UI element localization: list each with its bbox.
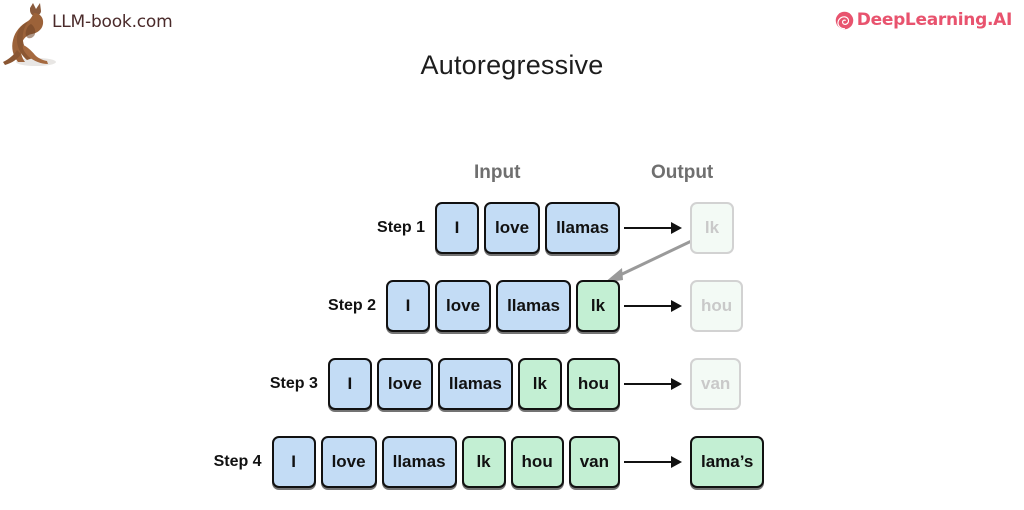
column-heading-output: Output bbox=[651, 162, 714, 183]
llm-book-brand[interactable]: LLM-book.com bbox=[0, 0, 173, 72]
input-token[interactable]: I bbox=[386, 280, 431, 332]
input-token[interactable]: I bbox=[271, 436, 316, 488]
output-slot: lk bbox=[620, 200, 1024, 256]
step-label: Step 4 bbox=[213, 453, 262, 470]
input-token[interactable]: love bbox=[320, 436, 377, 488]
input-token[interactable]: love bbox=[484, 202, 541, 254]
right-arrow-icon bbox=[624, 222, 682, 234]
input-token[interactable]: love bbox=[435, 280, 492, 332]
input-token[interactable]: llamas bbox=[437, 358, 513, 410]
step-label: Step 3 bbox=[269, 375, 318, 392]
output-slot: hou bbox=[620, 278, 1024, 334]
input-token[interactable]: I bbox=[435, 202, 480, 254]
deeplearning-brand[interactable]: DeepLearning.AI bbox=[835, 10, 1012, 30]
output-token[interactable]: van bbox=[690, 358, 742, 410]
step-label: Step 1 bbox=[377, 219, 426, 236]
input-token[interactable]: lk bbox=[461, 436, 506, 488]
input-token[interactable]: I bbox=[327, 358, 372, 410]
right-arrow-icon bbox=[624, 456, 682, 468]
column-heading-input: Input bbox=[474, 162, 521, 183]
output-slot: lama’s bbox=[620, 434, 1024, 490]
output-token[interactable]: hou bbox=[690, 280, 744, 332]
input-token[interactable]: lk bbox=[576, 280, 620, 332]
input-token[interactable]: llamas bbox=[496, 280, 571, 332]
kangaroo-icon bbox=[3, 3, 56, 66]
input-token[interactable]: lk bbox=[517, 358, 562, 410]
input-token[interactable]: love bbox=[376, 358, 433, 410]
right-arrow-icon bbox=[624, 300, 682, 312]
deeplearning-label: DeepLearning.AI bbox=[856, 10, 1013, 30]
step-label: Step 2 bbox=[328, 297, 377, 314]
page-title: Autoregressive bbox=[420, 50, 604, 80]
input-token[interactable]: llamas bbox=[545, 202, 620, 254]
right-arrow-icon bbox=[624, 378, 682, 390]
input-token[interactable]: llamas bbox=[381, 436, 457, 488]
llm-book-label: LLM-book.com bbox=[52, 12, 173, 32]
input-token[interactable]: hou bbox=[510, 436, 564, 488]
output-slot: van bbox=[620, 356, 1024, 412]
input-token[interactable]: van bbox=[568, 436, 620, 488]
deeplearning-spiral-icon bbox=[835, 11, 854, 29]
input-token[interactable]: hou bbox=[566, 358, 620, 410]
output-token[interactable]: lk bbox=[690, 202, 734, 254]
output-token[interactable]: lama’s bbox=[690, 436, 765, 488]
